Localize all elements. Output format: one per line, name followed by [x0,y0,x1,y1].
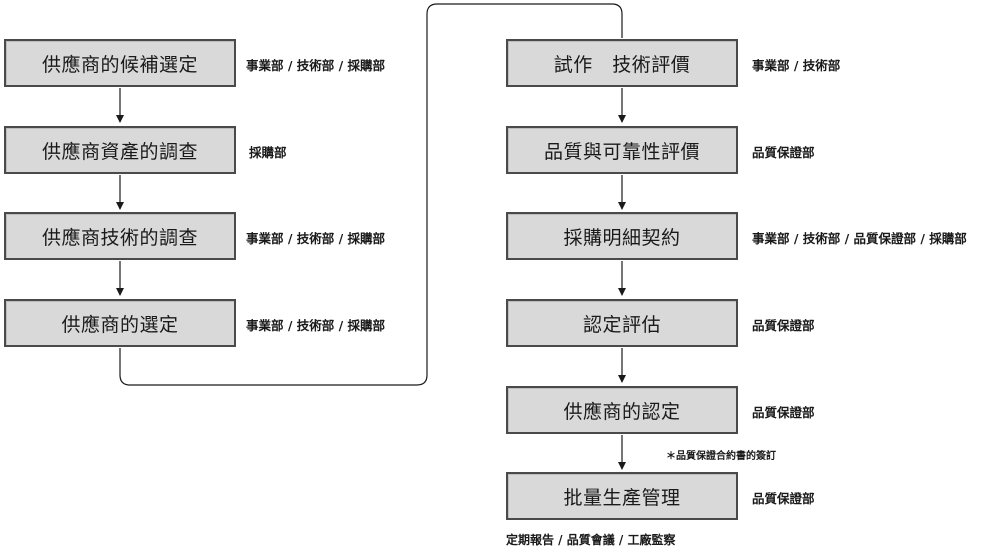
step-supplier-selection: 供應商的選定 [4,299,236,347]
dept-label-step-8: 品質保證部 [752,318,815,333]
quality-agreement-note: ＊品質保證合約書的簽訂 [666,451,776,462]
dept-label-step-4: 事業部 / 技術部 / 採購部 [246,318,386,333]
footer-activities: 定期報告 / 品質會議 / 工廠監察 [506,533,676,547]
dept-label-step-9: 品質保證部 [752,405,815,420]
step-supplier-certification: 供應商的認定 [506,386,738,434]
dept-label-step-10: 品質保證部 [752,491,815,506]
dept-label-step-6: 品質保證部 [752,145,815,160]
dept-label-step-2: 採購部 [249,145,287,160]
dept-label-step-3: 事業部 / 技術部 / 採購部 [246,231,386,246]
step-certification-assessment: 認定評估 [506,299,738,347]
step-quality-reliability-evaluation: 品質與可靠性評價 [506,126,738,174]
step-mass-production-management: 批量生產管理 [506,472,738,520]
step-supplier-candidate-selection: 供應商的候補選定 [4,39,236,87]
dept-label-step-7: 事業部 / 技術部 / 品質保證部 / 採購部 [752,231,967,246]
step-supplier-asset-survey: 供應商資產的調查 [4,126,236,174]
dept-label-step-5: 事業部 / 技術部 [752,58,841,73]
column-connector [119,3,623,386]
step-supplier-tech-survey: 供應商技術的調查 [4,212,236,260]
step-trial-tech-evaluation: 試作 技術評價 [506,39,738,87]
dept-label-step-1: 事業部 / 技術部 / 採購部 [246,58,386,73]
step-purchase-detail-contract: 採購明細契約 [506,212,738,260]
